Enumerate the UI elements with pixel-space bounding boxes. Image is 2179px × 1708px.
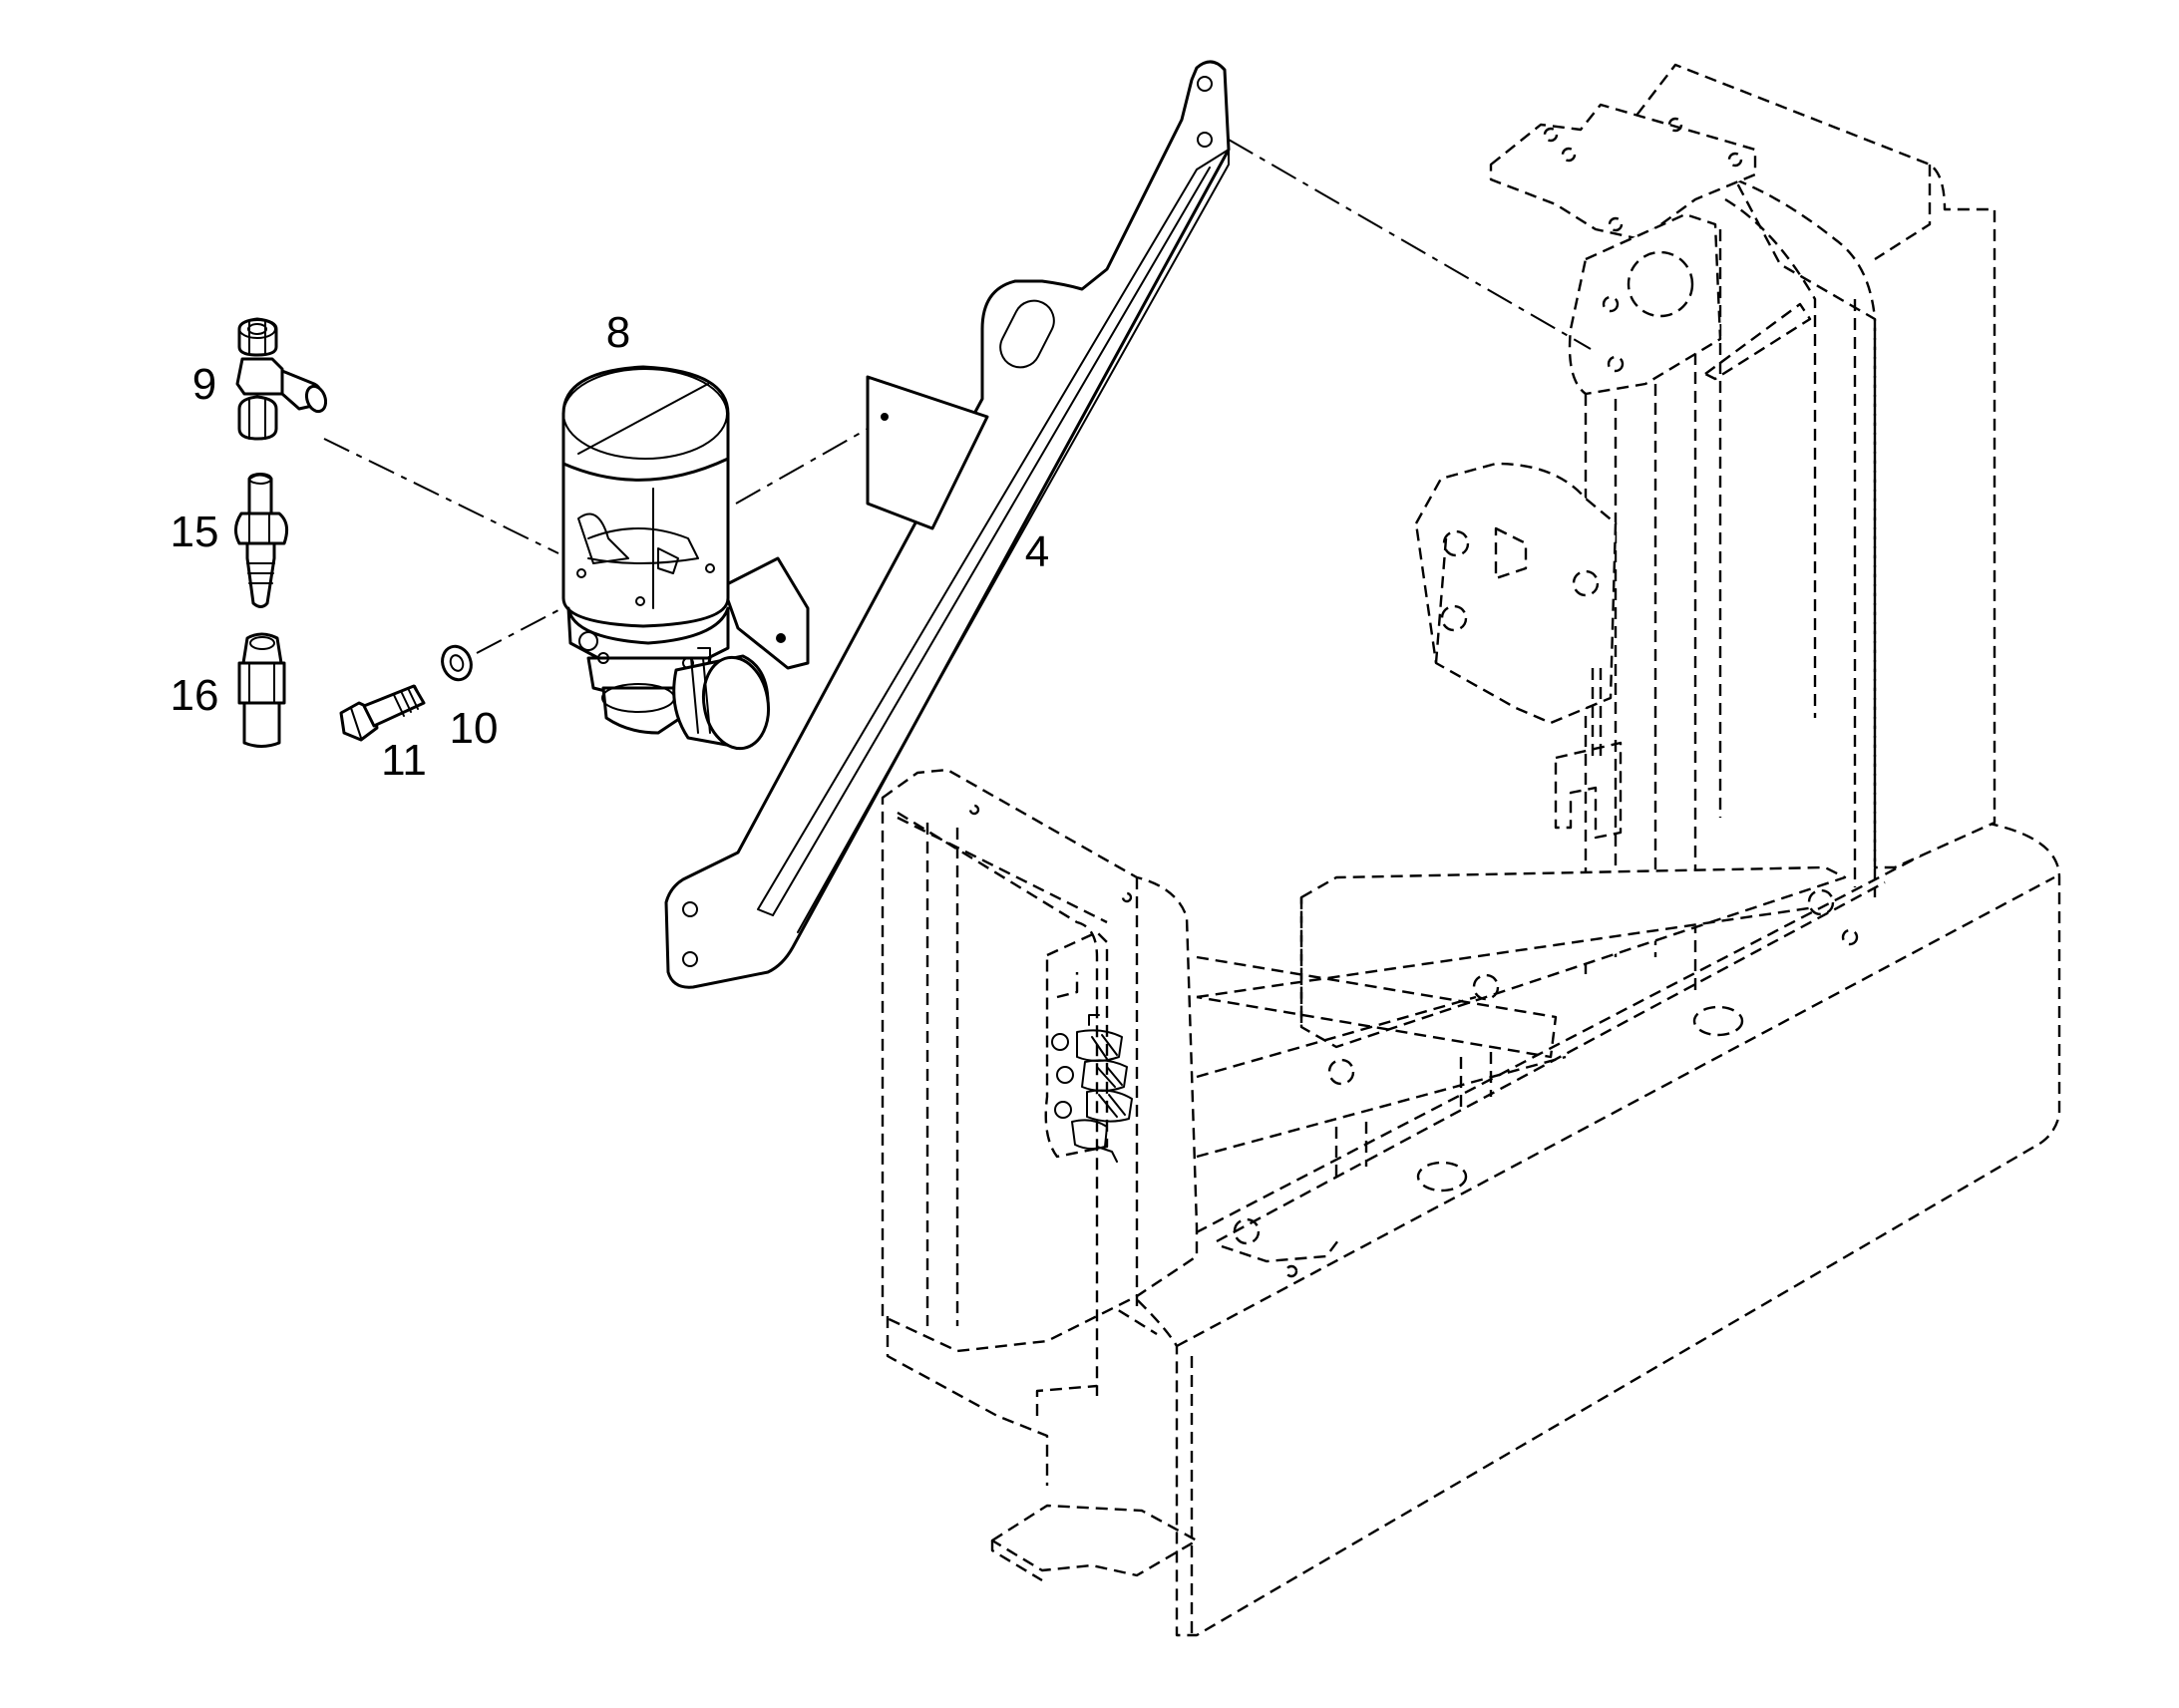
part-9-tee-fitting [235, 317, 328, 441]
machine-frame-phantom [881, 63, 2061, 1637]
callout-11: 11 [381, 736, 427, 785]
part-16-straight-connector [237, 632, 286, 748]
distribution-manifold-fittings [1051, 1014, 1133, 1163]
callout-8: 8 [606, 308, 630, 357]
part-8-lubrication-pump [561, 365, 810, 751]
callout-16: 16 [171, 671, 219, 720]
callout-10: 10 [450, 704, 499, 753]
part-4-mounting-arm [664, 60, 1231, 989]
callout-4: 4 [1025, 527, 1049, 576]
part-15-hose-nipple [234, 473, 289, 608]
callout-labels: 8 9 15 16 11 10 4 [171, 308, 1050, 785]
part-10-washer [441, 644, 473, 682]
part-11-bolt [339, 684, 426, 742]
callout-15: 15 [171, 508, 219, 556]
callout-9: 9 [192, 360, 216, 409]
assembly-leader-lines [323, 139, 1592, 654]
